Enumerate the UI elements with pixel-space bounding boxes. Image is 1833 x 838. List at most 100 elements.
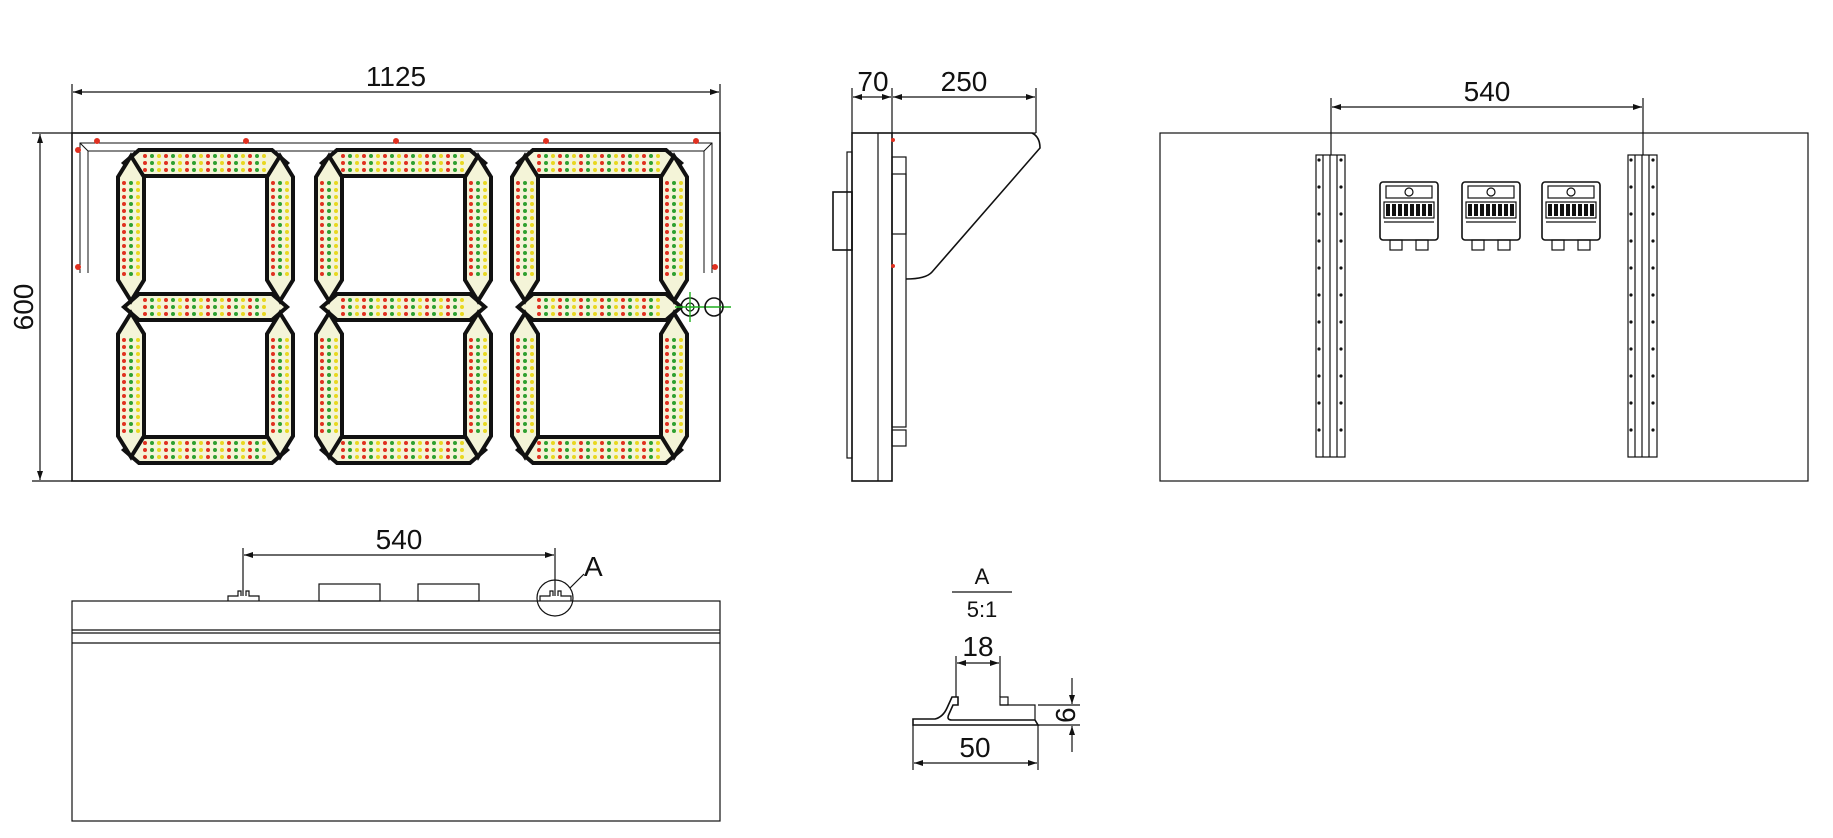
rail-hole: [1629, 347, 1633, 351]
dim-540-bottom: 540: [242, 524, 556, 596]
rail-hole: [1339, 212, 1343, 216]
dim-50: 50: [912, 725, 1039, 770]
rail-hole: [1339, 320, 1343, 324]
rail-hole: [1629, 374, 1633, 378]
rail-hole: [1339, 347, 1343, 351]
dim-1125-label: 1125: [366, 61, 426, 92]
rail-hole: [1651, 401, 1655, 405]
digit-1-segment-c: [265, 309, 295, 461]
rail-hole: [1651, 185, 1655, 189]
dim-540-bottom-label: 540: [376, 524, 423, 555]
rail-hole: [1317, 239, 1321, 243]
rail-hole: [1651, 428, 1655, 432]
frame-led-markers: [75, 138, 718, 270]
rail-hole: [1317, 428, 1321, 432]
dim-50-label: 50: [959, 732, 990, 763]
rail-hole: [1317, 401, 1321, 405]
rail-hole: [1629, 401, 1633, 405]
rail-right: [1627, 154, 1658, 458]
rail-profile: [912, 696, 1040, 726]
rail-hole: [1629, 428, 1633, 432]
crosshair-marker-icon: [675, 292, 731, 322]
rail-hole: [1317, 347, 1321, 351]
rail-hole: [1651, 239, 1655, 243]
rail-hole: [1317, 212, 1321, 216]
digit-3-segment-c: [659, 309, 689, 461]
rail-hole: [1651, 266, 1655, 270]
back-panel-outline: [1159, 132, 1809, 482]
digit-1-segment-b: [265, 152, 295, 305]
digit-1-segment-e: [116, 309, 146, 461]
back-view: 540: [1159, 76, 1809, 482]
digit-2-segment-e: [314, 309, 344, 461]
digit-3-segment-f: [510, 152, 540, 305]
rail-hole: [1339, 293, 1343, 297]
rail-hole: [1339, 239, 1343, 243]
junction-boxes: [1379, 181, 1601, 251]
bracket-arm: [892, 132, 1041, 280]
dim-600-label: 600: [8, 284, 39, 331]
digit-3-segment-e: [510, 309, 540, 461]
rail-hole: [1651, 158, 1655, 162]
detail-a-scale: 5:1: [967, 597, 998, 622]
rail-left: [1315, 154, 1346, 458]
rail-hole: [1339, 428, 1343, 432]
rail-hole: [1629, 239, 1633, 243]
dim-18: 18: [955, 631, 1001, 697]
dim-1125: 1125: [71, 61, 721, 133]
dim-9-label: 9: [1050, 707, 1081, 723]
rail-hole: [1317, 158, 1321, 162]
bottom-box-1: [318, 583, 381, 602]
junction-box-1: [1379, 181, 1439, 251]
rail-hole: [1629, 212, 1633, 216]
rail-hole: [1651, 212, 1655, 216]
rail-hole: [1339, 185, 1343, 189]
detail-a: A 5:1 18 50 9: [912, 564, 1081, 770]
dim-9: 9: [1038, 678, 1081, 752]
rail-hole: [1629, 158, 1633, 162]
rail-hole: [1629, 293, 1633, 297]
rail-hole: [1339, 374, 1343, 378]
digit-2-segment-c: [463, 309, 493, 461]
rail-hole: [1651, 374, 1655, 378]
side-view: 70 250: [832, 66, 1041, 482]
digit-3-segment-b: [659, 152, 689, 305]
bottom-box-2: [417, 583, 480, 602]
front-view: 1125 600: [8, 61, 731, 482]
dim-540-back-label: 540: [1464, 76, 1511, 107]
seven-segment-digits: [116, 148, 689, 465]
rail-hole: [1339, 401, 1343, 405]
rail-hole: [1317, 320, 1321, 324]
rail-hole: [1651, 320, 1655, 324]
bottom-view: A 540: [71, 524, 721, 822]
detail-callout-label: A: [584, 551, 603, 582]
digit-2-segment-f: [314, 152, 344, 305]
dim-18-label: 18: [962, 631, 993, 662]
rail-hole: [1629, 266, 1633, 270]
dim-250: 250: [893, 66, 1037, 133]
dim-70-label: 70: [857, 66, 888, 97]
dim-250-label: 250: [941, 66, 988, 97]
side-junction: [832, 191, 853, 251]
detail-a-label: A: [975, 564, 990, 589]
rail-hole: [1317, 293, 1321, 297]
rail-hole: [1629, 185, 1633, 189]
junction-box-3: [1541, 181, 1601, 251]
rail-hole: [1629, 320, 1633, 324]
dim-540-back: 540: [1330, 76, 1644, 155]
side-housing: [851, 132, 893, 482]
bottom-panel-outline: [71, 600, 721, 822]
rail-hole: [1339, 158, 1343, 162]
dim-600: 600: [8, 132, 72, 482]
rail-hole: [1317, 185, 1321, 189]
rail-hole: [1339, 266, 1343, 270]
junction-box-2: [1461, 181, 1521, 251]
rail-hole: [1317, 266, 1321, 270]
digit-2-segment-b: [463, 152, 493, 305]
rail-hole: [1651, 293, 1655, 297]
rail-hole: [1317, 374, 1321, 378]
dim-70: 70: [851, 66, 893, 133]
rail-hole: [1651, 347, 1655, 351]
digit-1-segment-f: [116, 152, 146, 305]
